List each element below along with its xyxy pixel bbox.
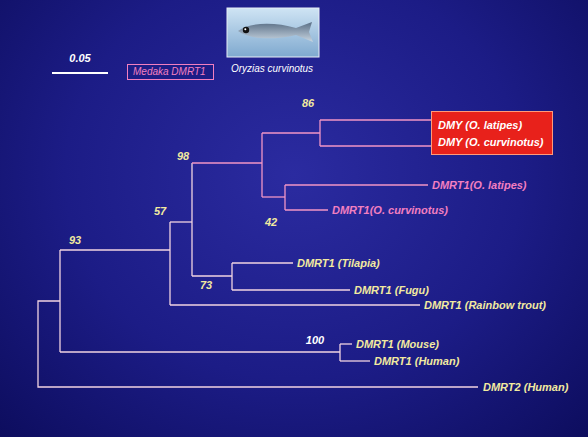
scale-bar xyxy=(52,72,108,74)
bootstrap-value: 57 xyxy=(154,205,166,218)
leaf-label: DMRT1 (Fugu) xyxy=(354,284,429,297)
bootstrap-value: 73 xyxy=(200,279,212,292)
leaf-label: DMRT1(O. latipes) xyxy=(432,179,527,192)
bootstrap-value: 100 xyxy=(306,334,324,347)
highlight-box: DMY (O. latipes) DMY (O. curvinotus) xyxy=(431,111,553,155)
species-caption: Oryzias curvinotus xyxy=(231,62,313,75)
leaf-label: DMRT1(O. curvinotus) xyxy=(332,204,448,217)
leaf-label: DMRT1 (Tilapia) xyxy=(297,257,380,270)
bootstrap-value: 98 xyxy=(177,150,189,163)
leaf-label: DMRT2 (Human) xyxy=(483,381,568,394)
outgroup-branches xyxy=(38,163,478,387)
bootstrap-value: 86 xyxy=(302,97,314,110)
bootstrap-value: 42 xyxy=(265,216,277,229)
box-text: Medaka DMRT1 xyxy=(133,66,208,78)
leaf-label: DMRT1 (Rainbow trout) xyxy=(424,299,546,312)
leaf-label: DMRT1 (Human) xyxy=(374,355,459,368)
box-text: DMY (O. latipes) xyxy=(438,118,546,132)
medaka-branches xyxy=(192,120,431,210)
box-text: DMY (O. curvinotus) xyxy=(438,135,546,149)
bootstrap-value: 93 xyxy=(69,234,81,247)
scale-value: 0.05 xyxy=(69,52,90,65)
clade-label-box: Medaka DMRT1 xyxy=(127,64,214,80)
leaf-label: DMRT1 (Mouse) xyxy=(356,338,439,351)
